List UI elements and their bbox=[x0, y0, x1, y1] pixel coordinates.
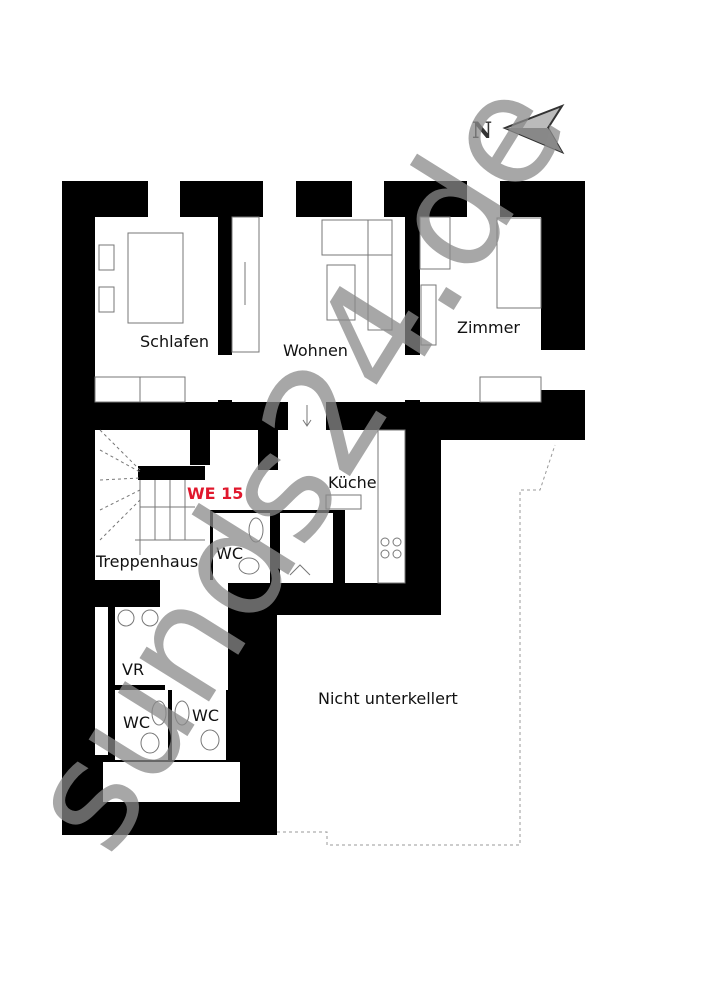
room-label-treppenhaus: Treppenhaus bbox=[95, 552, 198, 571]
unexcavated-outline bbox=[277, 444, 556, 846]
north-label: N bbox=[472, 118, 492, 144]
windows bbox=[148, 181, 585, 390]
furniture bbox=[94, 216, 542, 754]
rooms bbox=[95, 217, 541, 802]
room-label-schlafen: Schlafen bbox=[140, 332, 209, 351]
room-label-vr: VR bbox=[122, 660, 144, 679]
unit-label: WE 15 bbox=[187, 484, 243, 503]
room-label-wc: WC bbox=[216, 544, 243, 563]
room-label-wc-right: WC bbox=[192, 706, 219, 725]
room-label-kueche: Küche bbox=[328, 473, 377, 492]
room-label-wc-left: WC bbox=[123, 713, 150, 732]
north-compass: N bbox=[472, 103, 565, 155]
room-label-wohnen: Wohnen bbox=[283, 341, 348, 360]
area-label-nicht-unterkellert: Nicht unterkellert bbox=[318, 689, 458, 708]
room-label-zimmer: Zimmer bbox=[457, 318, 520, 337]
